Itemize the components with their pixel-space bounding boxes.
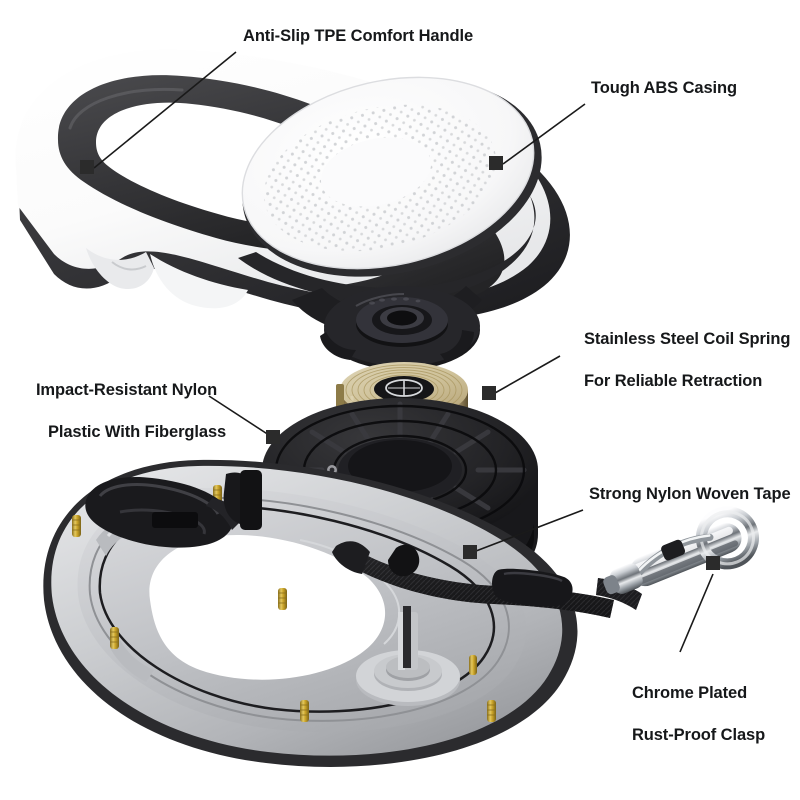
callout-label-clasp-line1: Chrome Plated: [631, 684, 748, 702]
callout-label-spring: Stainless Steel Coil Spring For Reliable…: [566, 308, 790, 413]
part-woven-tape: [332, 541, 642, 618]
spindle-hub: [356, 606, 460, 706]
brake-lever-module: [85, 476, 244, 548]
callout-label-casing: Tough ABS Casing: [591, 79, 737, 97]
callout-label-clasp: Chrome Plated Rust-Proof Clasp: [614, 662, 765, 767]
part-spool-cap: [320, 286, 480, 370]
part-chrome-clasp: [603, 506, 759, 595]
callout-label-spring-line1: Stainless Steel Coil Spring: [583, 330, 791, 348]
callout-label-clasp-line2: Rust-Proof Clasp: [631, 726, 766, 744]
callout-label-nylon-plastic: Impact-Resistant Nylon Plastic With Fibe…: [18, 359, 226, 464]
callout-label-spring-line2: For Reliable Retraction: [583, 372, 763, 390]
callout-label-handle: Anti-Slip TPE Comfort Handle: [243, 27, 474, 45]
callout-label-nylon-line1: Impact-Resistant Nylon: [35, 381, 218, 399]
callout-label-nylon-line2: Plastic With Fiberglass: [47, 423, 227, 441]
callout-label-woven-tape: Strong Nylon Woven Tape: [589, 485, 791, 503]
